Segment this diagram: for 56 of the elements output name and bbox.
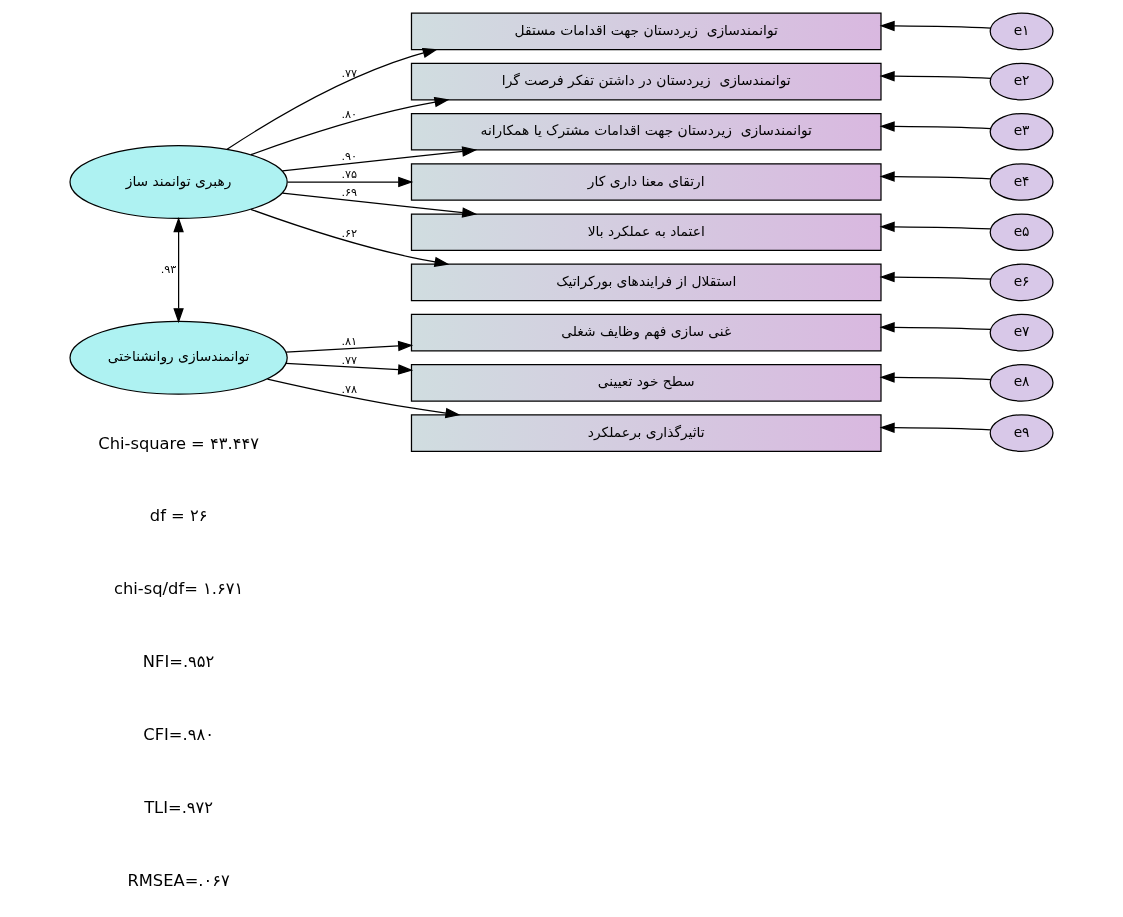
arrow bbox=[879, 171, 992, 182]
arrow bbox=[285, 340, 414, 353]
label: NFI=.۹۵۲ bbox=[142, 652, 215, 672]
node-ellipse: e۸ bbox=[989, 364, 1054, 402]
node-ellipse: e۹ bbox=[989, 414, 1054, 452]
edge-label: .۹۳ bbox=[160, 262, 177, 276]
label: df = ۲۶ bbox=[149, 506, 208, 526]
arrow bbox=[879, 121, 992, 132]
node-box: غنی سازی فهم وظایف شغلی bbox=[410, 313, 882, 352]
arrow bbox=[285, 362, 414, 375]
node-box: ارتقای معنا داری کار bbox=[410, 163, 882, 201]
label: CFI=.۹۸۰ bbox=[143, 724, 214, 744]
label: RMSEA=.۰۶۷ bbox=[127, 870, 230, 890]
arrow bbox=[879, 70, 992, 82]
arrow bbox=[879, 372, 992, 383]
label: TLI=.۹۷۲ bbox=[144, 797, 214, 817]
arrow bbox=[879, 271, 992, 283]
label: chi-sq/df= ۱.۶۷۱ bbox=[114, 579, 244, 599]
arrow bbox=[250, 96, 450, 156]
arrow bbox=[266, 378, 461, 419]
node-ellipse: توانمندسازی روانشناختی bbox=[69, 320, 288, 395]
edge-label: .۷۸ bbox=[341, 383, 358, 397]
node-ellipse: e۲ bbox=[989, 62, 1054, 101]
node-box: تاثیرگذاری برعملکرد bbox=[410, 414, 882, 452]
node-ellipse: e۱ bbox=[989, 12, 1054, 51]
edge-label: .۹۰ bbox=[341, 149, 358, 163]
arrow bbox=[281, 192, 478, 218]
edge-label: .۶۲ bbox=[341, 227, 358, 241]
edge-label: .۷۷ bbox=[341, 66, 358, 80]
node-box: اعتماد به عملکرد بالا bbox=[410, 213, 882, 252]
edge-label: .۸۱ bbox=[341, 335, 358, 349]
edge-label: .۷۵ bbox=[341, 168, 358, 182]
node-ellipse: e۵ bbox=[989, 213, 1054, 252]
edge-label: .۷۷ bbox=[341, 354, 358, 368]
arrow bbox=[173, 217, 184, 324]
label: Chi-square = ۴۳.۴۴۷ bbox=[98, 433, 259, 453]
arrow bbox=[226, 47, 438, 150]
node-box: سطح خود تعیینی bbox=[410, 364, 882, 402]
arrow bbox=[281, 146, 478, 172]
arrow bbox=[879, 20, 992, 32]
node-box: توانمندسازی زیردستان جهت اقدامات مشترک یا همکارانه bbox=[410, 112, 882, 151]
node-ellipse: e۴ bbox=[989, 163, 1054, 201]
edge-label: .۶۹ bbox=[341, 186, 358, 200]
node-ellipse: e۶ bbox=[989, 263, 1054, 302]
node-ellipse: e۷ bbox=[989, 313, 1054, 352]
edge-label: .۸۰ bbox=[341, 108, 358, 122]
arrow bbox=[250, 208, 450, 268]
arrow bbox=[879, 422, 992, 433]
arrow bbox=[287, 176, 414, 188]
node-box: توانمندسازی زیردستان جهت اقدامات مستقل bbox=[410, 12, 882, 51]
arrow bbox=[879, 322, 992, 333]
node-box: استقلال از فرایندهای بورکراتیک bbox=[410, 263, 882, 302]
arrow bbox=[879, 221, 992, 233]
node-box: توانمندسازی زیردستان در داشتن تفکر فرصت گرا bbox=[410, 62, 882, 101]
node-ellipse: رهبری توانمند ساز bbox=[69, 144, 288, 220]
node-ellipse: e۳ bbox=[989, 112, 1054, 151]
